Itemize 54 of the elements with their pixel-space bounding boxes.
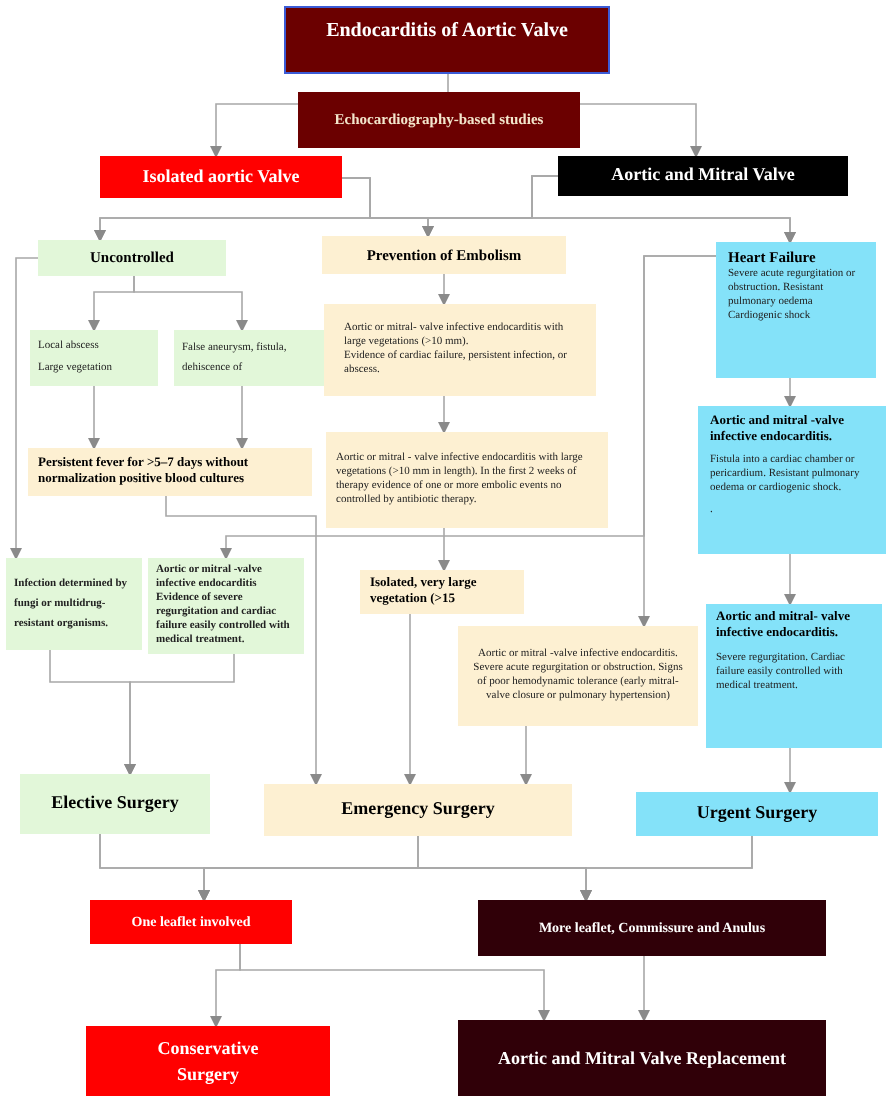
connector-arrow [638, 955, 650, 1022]
condition-box [174, 330, 324, 386]
connector-arrow [220, 255, 717, 560]
connector-arrow [88, 385, 100, 450]
outcome-box [636, 792, 878, 836]
connector-arrow [520, 725, 532, 786]
result-box [458, 1020, 826, 1096]
connector-arrow [165, 495, 322, 786]
connector-arrow [133, 275, 248, 332]
connector-arrow [438, 527, 450, 572]
connector-arrow [784, 747, 796, 794]
node-text: Elective Surgery [51, 790, 179, 817]
criterion-box [716, 242, 876, 378]
title-box [284, 6, 610, 74]
node-text: Aortic and Mitral Valve [611, 162, 795, 189]
connector-arrow [438, 273, 450, 306]
condition-box [706, 604, 882, 748]
category-box [90, 900, 292, 944]
criterion-box [322, 236, 566, 274]
connector-arrow [404, 613, 416, 786]
node-text: Emergency Surgery [341, 796, 495, 823]
node-text: Urgent Surgery [696, 800, 818, 827]
condition-box [360, 570, 524, 614]
category-box [100, 156, 342, 198]
connector-arrow [580, 835, 753, 902]
category-box [558, 156, 848, 196]
connector-arrow [531, 175, 796, 244]
outcome-box [264, 784, 572, 836]
condition-box [326, 432, 608, 528]
connector-arrow [239, 943, 550, 1022]
connector-arrow [438, 395, 450, 434]
condition-box [458, 626, 698, 726]
connector-arrow [10, 257, 39, 560]
connector-arrow [236, 385, 248, 450]
connector-arrow [784, 377, 796, 408]
connector-arrow [579, 103, 702, 158]
node-text: Aortic and Mitral Valve Replacement [498, 1045, 786, 1071]
connector-arrow [210, 103, 299, 158]
node-text: Isolated aortic Valve [142, 163, 300, 190]
category-box [298, 92, 580, 148]
condition-box [6, 558, 142, 650]
condition-box [698, 406, 886, 554]
outcome-box [20, 774, 210, 834]
condition-box [324, 304, 596, 396]
condition-box [30, 330, 158, 386]
category-box [478, 900, 826, 956]
result-box [86, 1026, 330, 1096]
connector-arrow [784, 553, 796, 606]
criterion-box [38, 240, 226, 276]
condition-box [28, 448, 312, 496]
node-text: Conservative Surgery [155, 1035, 261, 1087]
condition-box [148, 558, 304, 654]
node-text: Endocarditis of Aortic Valve [326, 18, 568, 46]
connector-arrow [124, 653, 235, 776]
